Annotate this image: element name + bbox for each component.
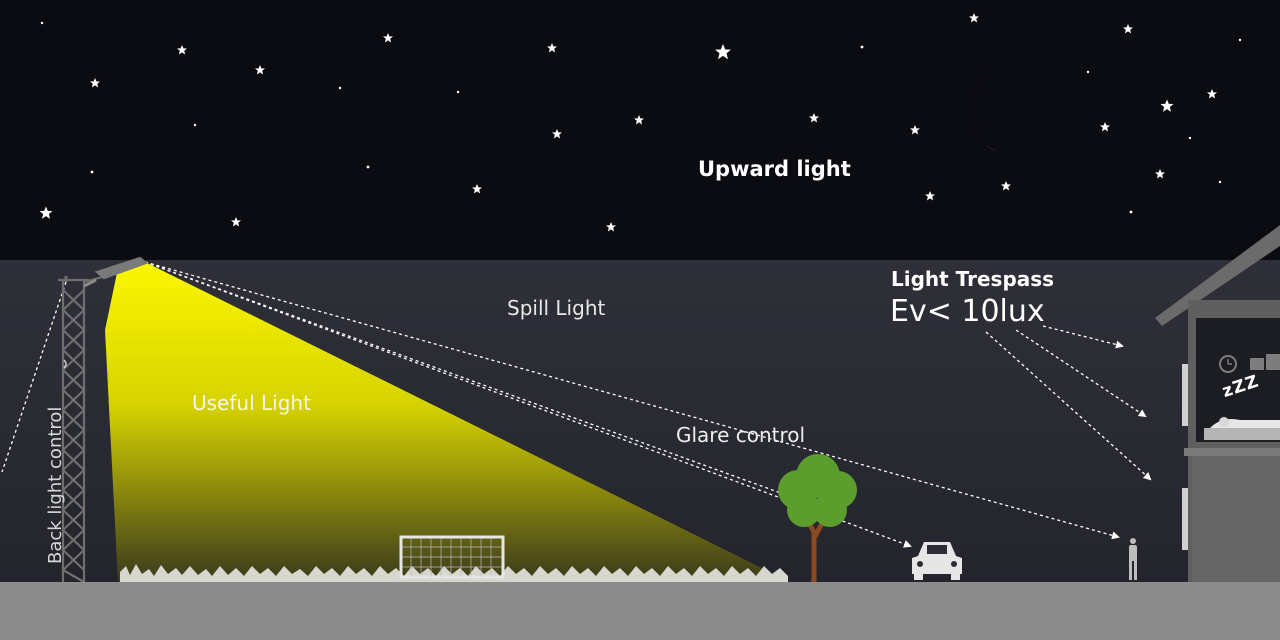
trespass-ray-1 — [1042, 325, 1124, 349]
tree-icon — [778, 454, 857, 582]
house-icon — [1155, 225, 1280, 582]
person-icon — [1129, 538, 1137, 580]
ev-limit-label: Ev< 10lux — [890, 294, 1045, 329]
upward-light-label: Upward light — [698, 157, 851, 181]
grass — [120, 564, 788, 582]
useful-light-label: Useful Light — [192, 391, 311, 415]
car-icon — [912, 542, 962, 580]
useful-light-beam — [105, 262, 790, 582]
trespass-ray-2 — [1015, 329, 1147, 418]
night-sky — [0, 0, 1280, 262]
back-light-control-label: Back light control — [45, 406, 66, 564]
spill-ray — [144, 261, 1120, 540]
lattice-light-pole-icon — [58, 256, 149, 583]
glare-ray-lower — [144, 261, 801, 501]
trespass-ray-3 — [985, 331, 1152, 481]
soccer-goal-icon — [399, 535, 505, 579]
light-trespass-label: Light Trespass — [891, 267, 1055, 291]
stars — [39, 13, 1242, 232]
ground — [0, 582, 1280, 640]
spill-light-label: Spill Light — [507, 296, 606, 320]
clock-icon — [1219, 355, 1237, 373]
sleeping-person-icon — [1204, 417, 1280, 440]
glare-control-label: Glare control — [676, 423, 806, 447]
